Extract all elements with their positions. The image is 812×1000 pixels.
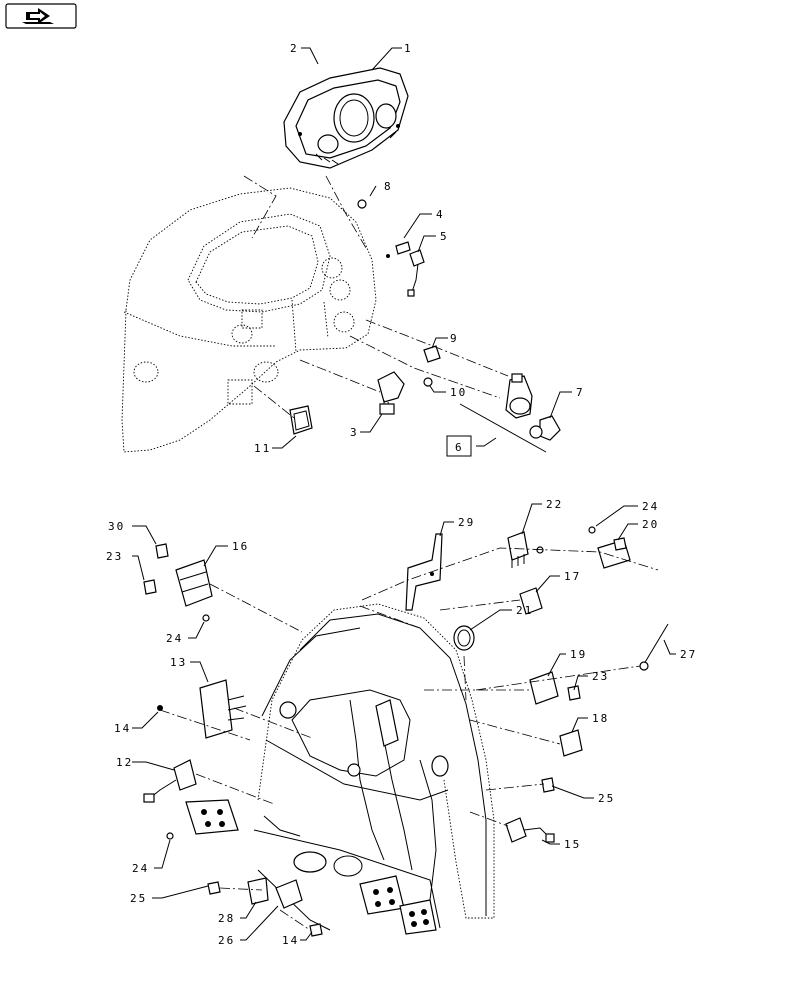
callout-29: 29 xyxy=(458,516,475,529)
callout-5: 5 xyxy=(440,230,449,243)
callout-17: 17 xyxy=(564,570,581,583)
callout-20: 20 xyxy=(642,518,659,531)
callout-16: 16 xyxy=(232,540,249,553)
callout-15: 15 xyxy=(564,838,581,851)
callout-23b: 23 xyxy=(592,670,609,683)
callout-21: 21 xyxy=(516,604,533,617)
upper-leader-lines xyxy=(243,175,547,453)
fasteners xyxy=(143,526,596,937)
callout-3: 3 xyxy=(350,426,359,439)
console-frame xyxy=(253,603,495,931)
callout-25a: 25 xyxy=(130,892,147,905)
callout-14a: 14 xyxy=(114,722,131,735)
callout-26: 26 xyxy=(218,934,235,947)
arrow-icon xyxy=(22,8,54,24)
nav-button[interactable] xyxy=(5,3,77,29)
switch-bezel xyxy=(289,405,313,435)
callout-12: 12 xyxy=(116,756,133,769)
ignition-switch xyxy=(505,373,561,441)
callout-8: 8 xyxy=(384,180,393,193)
small-connectors xyxy=(357,199,441,387)
pedals xyxy=(185,799,437,935)
callout-2: 2 xyxy=(290,42,299,55)
bracket xyxy=(405,533,443,611)
callout-labels: 1 2 3 4 5 6 7 8 9 10 11 12 13 14 14 15 1… xyxy=(106,42,697,947)
callout-23a: 23 xyxy=(106,550,123,563)
callout-9: 9 xyxy=(450,332,459,345)
callout-11: 11 xyxy=(254,442,271,455)
callout-22: 22 xyxy=(546,498,563,511)
instrument-cluster xyxy=(283,67,409,169)
callout-leaders xyxy=(132,47,676,941)
callout-4: 4 xyxy=(436,208,445,221)
callout-6: 6 xyxy=(455,441,464,454)
callout-10: 10 xyxy=(450,386,467,399)
callout-24b: 24 xyxy=(132,862,149,875)
callout-13: 13 xyxy=(170,656,187,669)
callout-30: 30 xyxy=(108,520,125,533)
callout-19: 19 xyxy=(570,648,587,661)
electrical-components xyxy=(143,531,669,909)
dashboard-panel xyxy=(121,187,377,453)
reference-box xyxy=(446,435,472,457)
callout-28: 28 xyxy=(218,912,235,925)
callout-25b: 25 xyxy=(598,792,615,805)
callout-1: 1 xyxy=(404,42,413,55)
callout-24a: 24 xyxy=(166,632,183,645)
callout-14b: 14 xyxy=(282,934,299,947)
callout-18: 18 xyxy=(592,712,609,725)
callout-27: 27 xyxy=(680,648,697,661)
callout-24c: 24 xyxy=(642,500,659,513)
lower-leader-lines xyxy=(159,547,659,931)
callout-7: 7 xyxy=(576,386,585,399)
light-switch xyxy=(377,371,405,415)
